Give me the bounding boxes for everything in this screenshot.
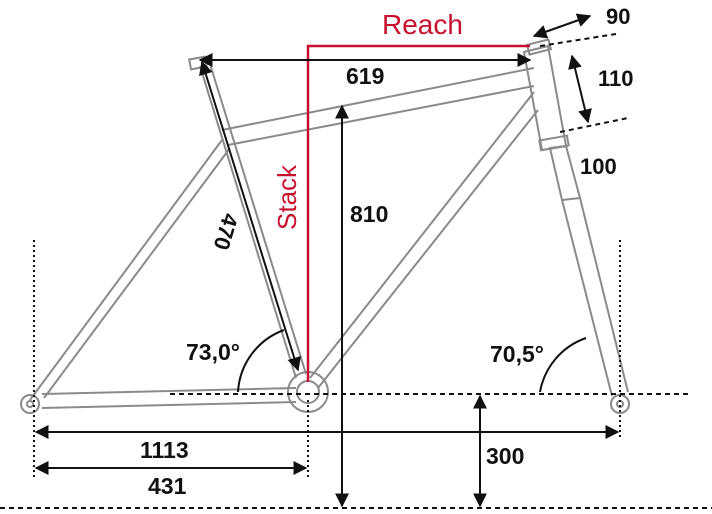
down-tube — [309, 91, 535, 379]
fork-blade-edge — [579, 197, 629, 393]
head-tube-dimension-value: 110 — [598, 66, 634, 91]
head-angle-arc — [539, 337, 587, 393]
seat-stay-edge — [43, 147, 231, 399]
fork-dimension-value: 100 — [580, 154, 617, 179]
reach-label: Reach — [382, 9, 463, 40]
wheelbase-dimension-value: 1113 — [140, 437, 189, 463]
chain-stay — [41, 387, 297, 395]
bb-height-dimension-value: 300 — [486, 443, 524, 469]
rear-dropout — [20, 394, 40, 414]
top-tube-dimension-value: 619 — [346, 63, 384, 89]
seat-angle-value: 73,0° — [186, 339, 240, 365]
fork-crown — [548, 144, 582, 202]
fork-blade — [561, 199, 613, 397]
top-tube-lower-edge — [227, 85, 535, 146]
head-bottom-extension — [559, 117, 629, 133]
head-top-extension — [539, 33, 617, 47]
seat-tube-dimension-arrow — [199, 60, 301, 372]
chain-stay-edge — [41, 401, 297, 409]
stack-label: Stack — [272, 164, 302, 230]
reach-stack-line — [306, 44, 530, 382]
head-tube-dimension-arrow — [568, 54, 592, 124]
bottom-bracket-inner — [296, 380, 320, 404]
stem-dimension-value: 90 — [606, 4, 630, 29]
chainstay-dimension-value: 431 — [148, 473, 187, 499]
head-angle-value: 70,5° — [490, 341, 544, 367]
seat-stay — [29, 139, 223, 401]
rear-axle — [26, 400, 34, 408]
seat-tube-dimension-value: 470 — [208, 211, 243, 253]
down-tube-edge — [317, 109, 539, 389]
seat-angle-arc — [237, 329, 285, 393]
stack-dimension-value: 810 — [350, 201, 388, 227]
stem-dimension-arrow — [532, 13, 592, 39]
